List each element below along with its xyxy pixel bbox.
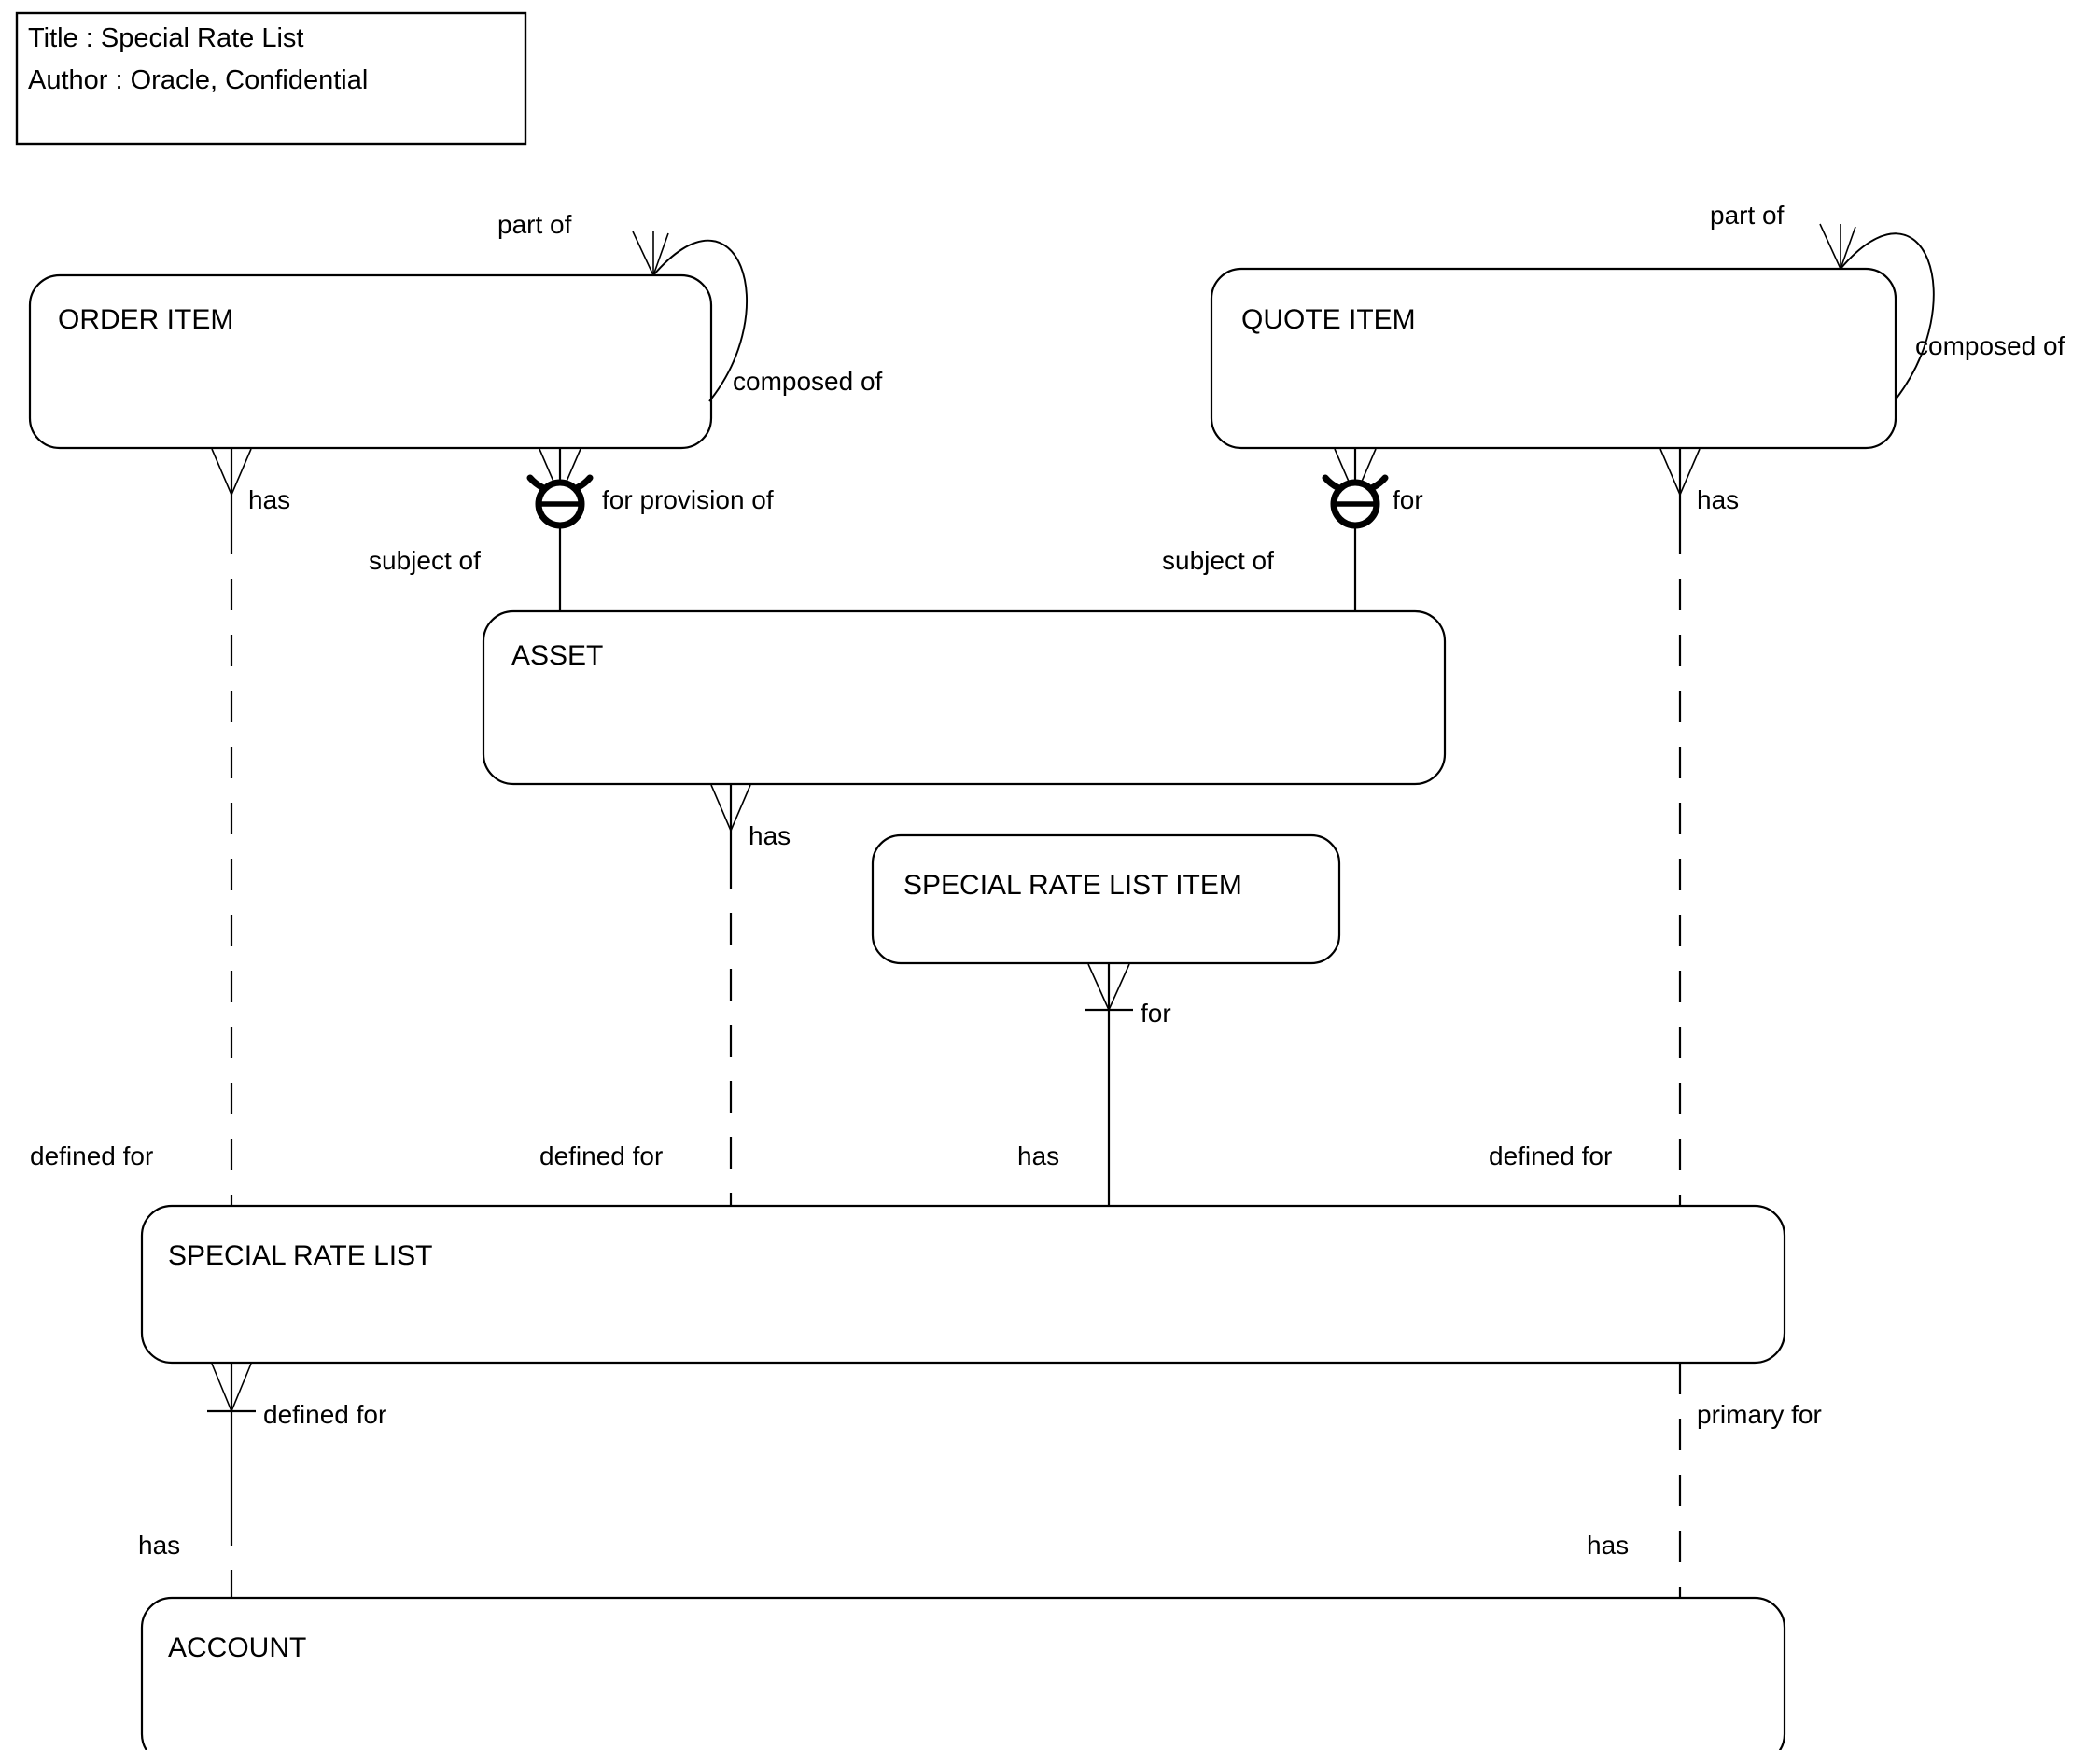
entity-special-rate-list-item-label: SPECIAL RATE LIST ITEM [903,870,1242,901]
label-srl-primary-for: primary for [1697,1400,1822,1429]
relationship-quote-item-to-special-rate-list[interactable]: has defined for [1489,448,1739,1206]
entity-special-rate-list[interactable]: SPECIAL RATE LIST [140,1204,1786,1365]
relationship-order-item-to-special-rate-list[interactable]: has defined for [30,448,290,1206]
exclusive-arc-symbol-order [526,474,594,529]
relationship-order-item-recursive[interactable]: part of composed of [497,210,883,402]
relationship-quote-item-to-asset[interactable]: for subject of [1162,448,1423,611]
label-srl-defined-for-left: defined for [30,1141,153,1170]
relationship-srl-to-account-defined-for[interactable]: defined for has [138,1363,386,1598]
title-block-frame [15,11,527,146]
label-quote-has: has [1697,485,1739,514]
recursive-arc-order-item [652,239,748,402]
label-order-subject-of: subject of [369,546,481,575]
label-order-composed-of: composed of [733,367,883,396]
entity-quote-item[interactable]: QUOTE ITEM [1210,267,1897,450]
entity-special-rate-list-label: SPECIAL RATE LIST [168,1240,432,1271]
label-srl-defined-for-account: defined for [263,1400,386,1429]
label-account-has-left: has [138,1531,180,1560]
title-block: Title : Special Rate List Author : Oracl… [15,11,527,146]
recursive-arc-quote-item [1840,232,1935,400]
label-order-for-provision-of: for provision of [602,485,774,514]
diagram-title-line: Title : Special Rate List [28,23,304,53]
crowfoot-order-part-of [632,231,669,276]
label-srl-defined-for-mid: defined for [539,1141,663,1170]
entity-special-rate-list-item-box[interactable] [871,833,1341,965]
label-order-part-of: part of [497,210,572,239]
relationship-order-item-to-asset[interactable]: for provision of subject of [369,448,774,611]
label-srl-defined-for-right: defined for [1489,1141,1612,1170]
crowfoot-srl-defined-for [211,1363,252,1412]
label-quote-subject-of: subject of [1162,546,1274,575]
label-quote-part-of: part of [1710,201,1785,230]
entity-asset-box[interactable] [482,609,1447,786]
label-account-has-right: has [1587,1531,1629,1560]
entity-account-box[interactable] [140,1596,1786,1750]
label-quote-composed-of: composed of [1915,331,2065,360]
entity-asset[interactable]: ASSET [482,609,1447,786]
entity-quote-item-box[interactable] [1210,267,1897,450]
relationship-srli-to-special-rate-list[interactable]: for has [1017,963,1171,1206]
label-order-has: has [248,485,290,514]
entity-account-label: ACCOUNT [168,1632,306,1663]
label-asset-has: has [749,821,791,850]
entity-account[interactable]: ACCOUNT [140,1596,1786,1750]
crowfoot-srli-for [1087,963,1130,1011]
crowfoot-quote-part-of [1819,223,1856,270]
entity-order-item-box[interactable] [28,273,713,450]
entity-quote-item-label: QUOTE ITEM [1241,304,1416,335]
relationship-asset-to-special-rate-list[interactable]: has defined for [539,784,791,1206]
entity-order-item[interactable]: ORDER ITEM [28,273,713,450]
entity-special-rate-list-item[interactable]: SPECIAL RATE LIST ITEM [871,833,1341,965]
relationship-quote-item-recursive[interactable]: part of composed of [1710,201,2065,400]
exclusive-arc-symbol-quote [1322,474,1389,529]
entity-order-item-label: ORDER ITEM [58,304,233,335]
label-quote-for: for [1393,485,1423,514]
label-srl-has-mid: has [1017,1141,1059,1170]
entity-special-rate-list-box[interactable] [140,1204,1786,1365]
label-srli-for: for [1141,999,1171,1028]
diagram-author-line: Author : Oracle, Confidential [28,65,368,95]
relationship-srl-to-account-primary-for[interactable]: primary for has [1587,1363,1822,1598]
entity-asset-label: ASSET [511,640,603,671]
